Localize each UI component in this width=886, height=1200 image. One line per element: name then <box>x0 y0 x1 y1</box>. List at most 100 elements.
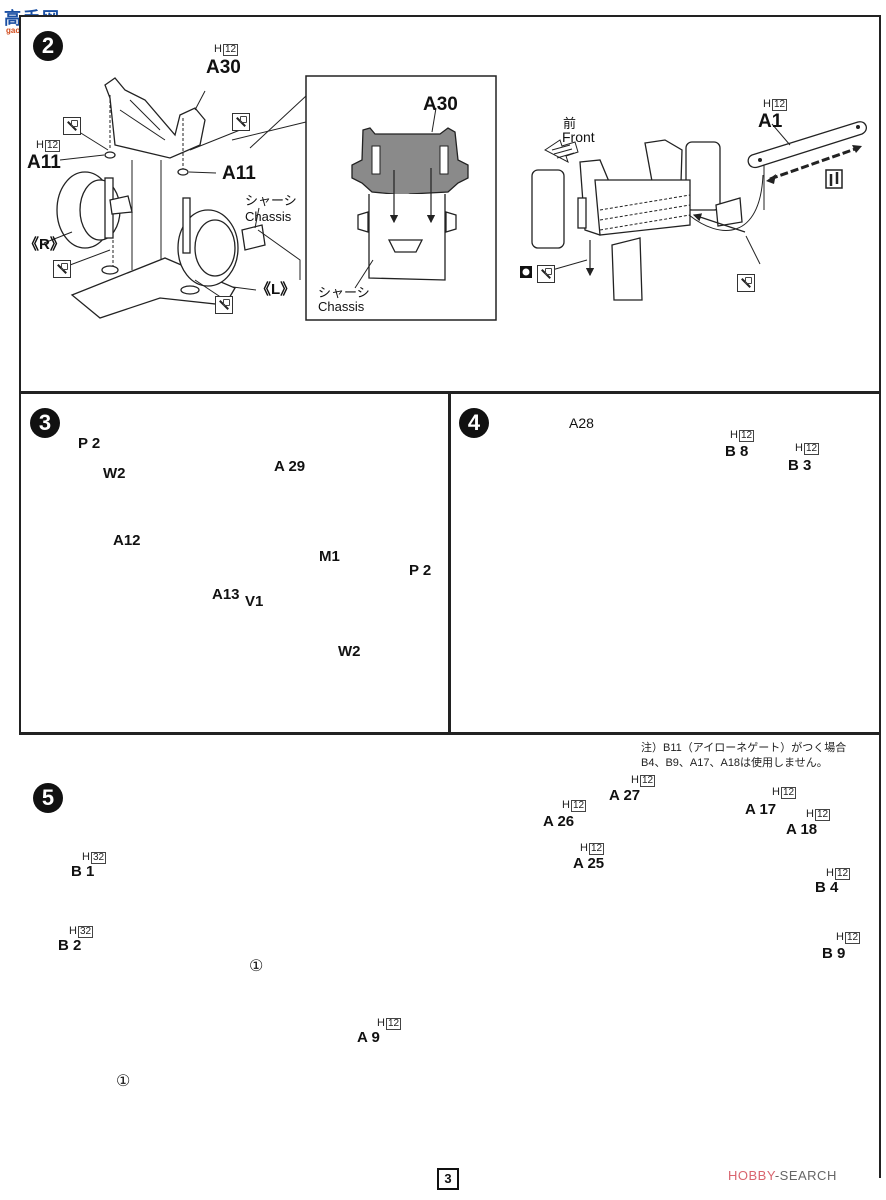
paint-prefix: H <box>631 774 639 786</box>
paint-prefix: H <box>826 867 834 879</box>
label-left-side: 《L》 <box>256 281 296 298</box>
cement-icon <box>215 296 233 314</box>
paint-prefix: H <box>772 786 780 798</box>
inset-label-a30: A30 <box>423 94 458 115</box>
paint-number: 32 <box>90 852 107 864</box>
paint-number: 12 <box>814 809 831 821</box>
paint-number: 12 <box>844 932 861 944</box>
inset-chassis-plate <box>357 194 457 281</box>
step-2-number: 2 <box>33 31 63 61</box>
label-a26: A 26 <box>543 813 575 830</box>
wheel-right-side <box>56 171 133 249</box>
watermark-hobbysearch: HOBBY-SEARCH <box>728 1168 837 1183</box>
watermark-part1: HOBBY <box>728 1168 775 1183</box>
label-chassis-jp: シャーシ <box>245 193 297 208</box>
inset-a30-shaded-bracket <box>351 127 469 199</box>
paint-prefix: H <box>795 442 803 454</box>
paint-number: 32 <box>77 926 94 938</box>
paint-prefix: H <box>836 931 844 943</box>
label-a28: A28 <box>569 415 594 431</box>
label-a1: A1 <box>758 111 783 132</box>
label-a18: A 18 <box>786 821 818 838</box>
decal-number-1: ① <box>249 958 264 975</box>
label-p2-left: P 2 <box>78 435 101 452</box>
label-w2-left: W2 <box>103 465 126 482</box>
cement-icon <box>232 113 250 131</box>
label-m1: M1 <box>319 548 340 565</box>
paint-number: 12 <box>780 787 797 799</box>
inset-label-chassis-jp: シャーシ <box>318 285 370 300</box>
paint-number: 12 <box>803 443 820 455</box>
paint-number: 12 <box>385 1018 402 1030</box>
step-3-number: 3 <box>30 408 60 438</box>
step-5-panel <box>19 733 881 1178</box>
label-chassis-en: Chassis <box>245 209 292 224</box>
paint-prefix: H <box>763 98 771 110</box>
inset-label-chassis-en: Chassis <box>318 299 365 314</box>
label-front-en: Front <box>562 129 595 145</box>
label-a30: A30 <box>206 57 241 78</box>
step-5-number: 5 <box>33 783 63 813</box>
paint-prefix: H <box>69 925 77 937</box>
watermark-part2: -SEARCH <box>774 1168 837 1183</box>
page-number: 3 <box>437 1168 459 1190</box>
align-indicator-icon <box>825 169 843 189</box>
paint-number: 12 <box>834 868 851 880</box>
label-a11-left: A11 <box>27 152 61 173</box>
paint-prefix: H <box>82 851 90 863</box>
label-b4: B 4 <box>815 879 839 896</box>
label-right-side: 《R》 <box>24 236 65 253</box>
cement-icon <box>737 274 755 292</box>
decal-number-2: ① <box>116 1073 131 1090</box>
note-line-2: B4、B9、A17、A18は使用しません。 <box>641 756 828 769</box>
front-direction-arrow <box>544 139 579 164</box>
paint-prefix: H <box>806 808 814 820</box>
label-b2: B 2 <box>58 937 82 954</box>
label-w2-right: W2 <box>338 643 361 660</box>
part-a11-right <box>177 168 189 176</box>
label-a29: A 29 <box>274 458 306 475</box>
part-a30-bracket <box>104 77 206 159</box>
label-a17: A 17 <box>745 801 777 818</box>
paint-number: 12 <box>771 99 788 111</box>
front-suspension-assembly <box>531 139 743 301</box>
cement-icon <box>63 117 81 135</box>
paint-prefix: H <box>214 43 222 55</box>
note-text: 注）B11（アイローネゲート）がつく場合 B4、B9、A17、A18は使用しませ… <box>641 741 846 771</box>
cement-icon <box>53 260 71 278</box>
paint-prefix: H <box>36 139 44 151</box>
label-a12: A12 <box>113 532 141 549</box>
label-b9: B 9 <box>822 945 846 962</box>
paint-bw-icon-step2 <box>520 266 532 278</box>
part-a1-bar <box>747 121 868 169</box>
label-a11-right: A11 <box>222 163 256 184</box>
paint-number: 12 <box>570 800 587 812</box>
paint-prefix: H <box>377 1017 385 1029</box>
wheel-left-side <box>177 197 239 287</box>
label-front-jp: 前 <box>563 116 577 131</box>
label-p2-right: P 2 <box>409 562 432 579</box>
paint-number: 12 <box>639 775 656 787</box>
paint-prefix: H <box>562 799 570 811</box>
paint-prefix: H <box>580 842 588 854</box>
label-a9: A 9 <box>357 1029 380 1046</box>
label-a25: A 25 <box>573 855 605 872</box>
note-line-1: 注）B11（アイローネゲート）がつく場合 <box>641 742 847 754</box>
paint-number: 12 <box>588 843 605 855</box>
paint-number: 12 <box>222 44 239 56</box>
part-a11-left <box>104 151 116 159</box>
label-a27: A 27 <box>609 787 641 804</box>
